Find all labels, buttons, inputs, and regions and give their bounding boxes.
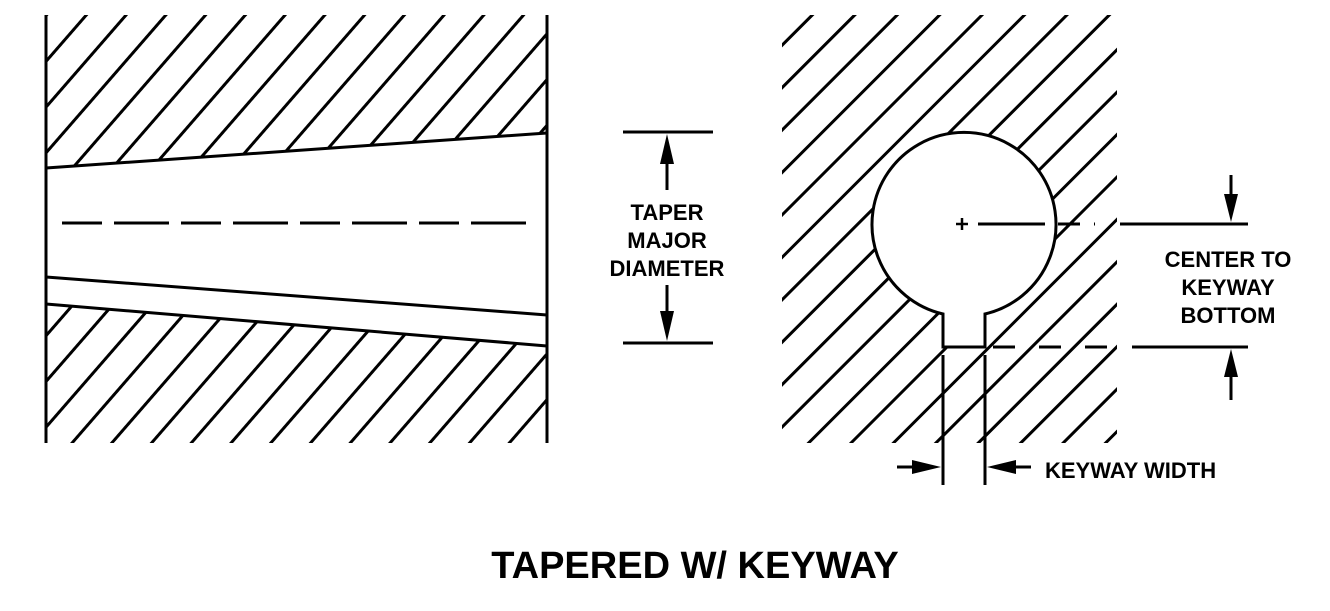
center-label-line-1: CENTER TO xyxy=(1165,247,1292,272)
arrow-up-icon xyxy=(1224,349,1238,377)
lower-taper-line xyxy=(45,302,548,348)
taper-label-line-3: DIAMETER xyxy=(610,256,725,281)
center-label-line-3: BOTTOM xyxy=(1181,303,1276,328)
lower-hatched-material xyxy=(46,304,547,443)
keyway-width-label: KEYWAY WIDTH xyxy=(1045,458,1216,483)
taper-label-line-1: TAPER xyxy=(631,200,704,225)
hatched-material xyxy=(782,15,1117,443)
center-to-keyway-bottom-dimension: CENTER TO KEYWAY BOTTOM xyxy=(978,175,1291,400)
keyway-width-dimension: KEYWAY WIDTH xyxy=(897,355,1216,485)
center-mark-icon xyxy=(956,218,968,230)
upper-taper-line xyxy=(45,131,548,170)
arrow-down-icon xyxy=(660,311,674,341)
center-label-line-2: KEYWAY xyxy=(1181,275,1275,300)
keyway-end-view xyxy=(782,15,1117,443)
arrow-down-icon xyxy=(1224,194,1238,222)
keyway-taper-line xyxy=(45,275,548,317)
tapered-bore-section-view xyxy=(44,15,549,443)
upper-hatched-material xyxy=(46,15,547,168)
taper-major-diameter-dimension: TAPER MAJOR DIAMETER xyxy=(610,130,725,345)
arrow-left-icon xyxy=(987,460,1016,474)
bore-with-keyway-outline xyxy=(870,130,1058,349)
diagram-title: TAPERED W/ KEYWAY xyxy=(491,545,899,587)
taper-label-line-2: MAJOR xyxy=(627,228,707,253)
arrow-up-icon xyxy=(660,134,674,164)
arrow-right-icon xyxy=(912,460,941,474)
